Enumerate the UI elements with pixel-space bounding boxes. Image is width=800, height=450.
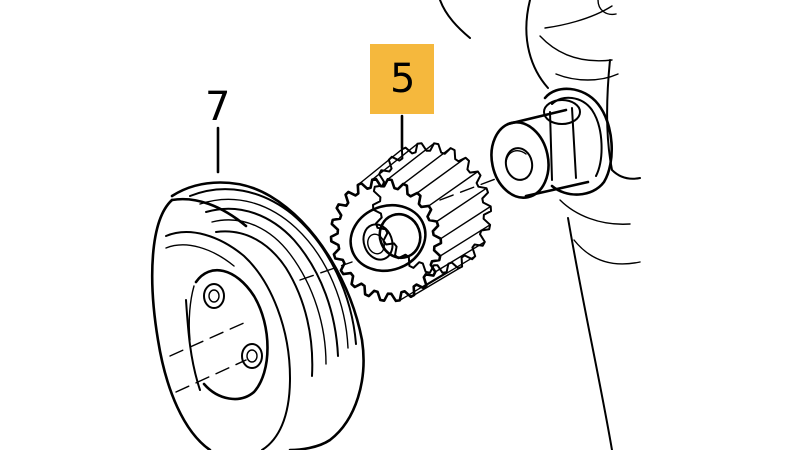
sprocket-tooth-line xyxy=(371,143,419,181)
engine-block-housing xyxy=(439,0,641,450)
centre-line-sprocket xyxy=(299,261,353,281)
centre-line-crank xyxy=(439,177,499,201)
crankshaft-sprocket xyxy=(329,142,492,303)
sprocket-tooth-line xyxy=(413,265,463,296)
sprocket-tooth-line xyxy=(357,148,403,186)
sprocket-tooth-line xyxy=(387,142,435,181)
callout-sprocket: 5 xyxy=(370,44,434,150)
sprocket-tooth-line xyxy=(434,241,486,273)
callout-sprocket-label: 5 xyxy=(390,56,415,102)
sprocket-tooth-line xyxy=(439,224,491,257)
crankshaft-nose xyxy=(490,87,613,199)
sprocket-tooth-line xyxy=(425,255,476,286)
sprocket-tooth-line xyxy=(436,187,488,223)
sprocket-tooth-line xyxy=(402,147,452,185)
sprocket-tooth-line xyxy=(428,170,479,207)
callout-highlight-box xyxy=(370,44,434,114)
callout-pulley: 7 xyxy=(205,84,230,174)
sprocket-tooth-line xyxy=(416,157,467,194)
crankshaft-pulley xyxy=(150,181,365,450)
sprocket-tooth-line xyxy=(440,205,492,240)
callout-pulley-label: 7 xyxy=(205,84,230,130)
